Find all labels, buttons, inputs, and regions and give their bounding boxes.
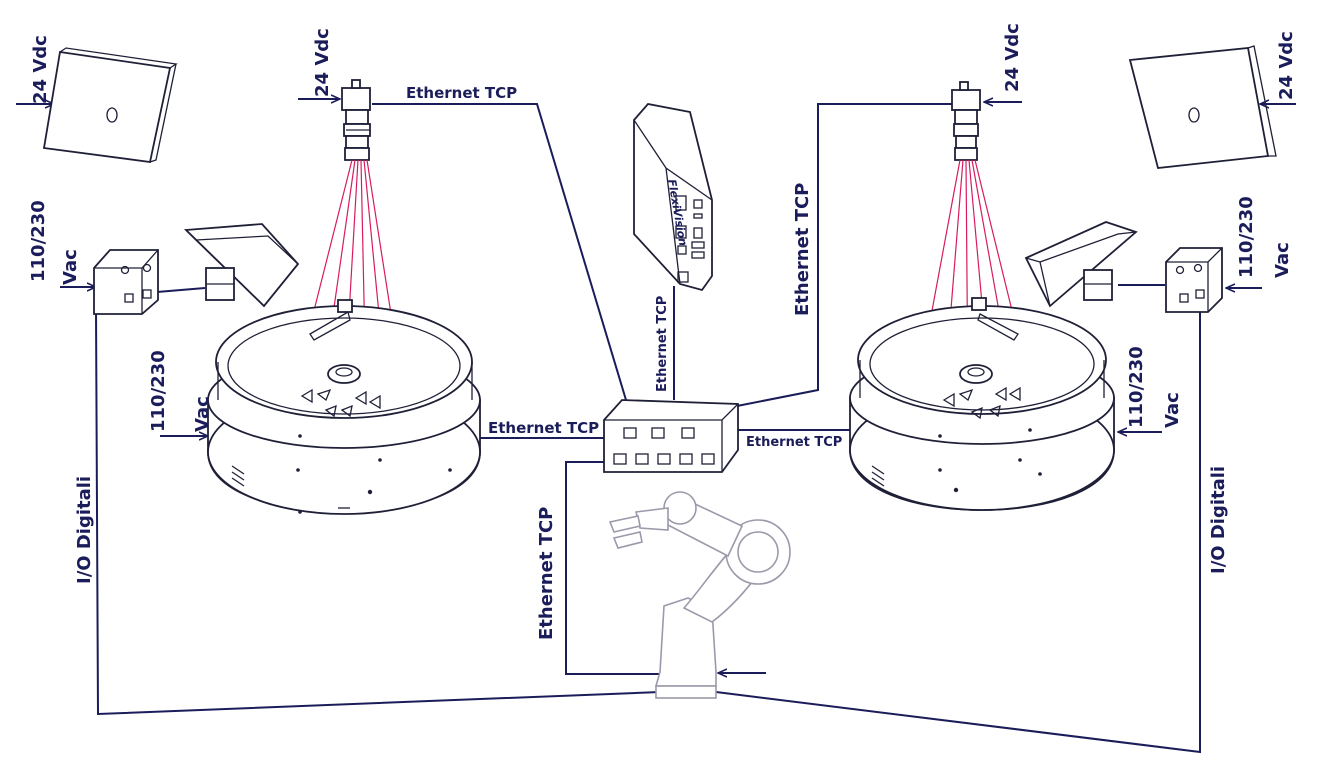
label-io-left: I/O Digitali [74, 476, 95, 584]
label-110-230-left-box: 110/230 [28, 200, 49, 282]
label-ethernet-left-camera: Ethernet TCP [406, 84, 517, 102]
label-24vdc-left-panel: 24 Vdc [30, 35, 51, 104]
label-ethernet-right-camera: Ethernet TCP [792, 183, 813, 316]
label-110-230-right-box: 110/230 [1236, 196, 1257, 278]
label-24vdc-left-camera: 24 Vdc [312, 28, 333, 97]
wire-left-box-feeder [156, 287, 206, 293]
vision-controller: FlexiVision [633, 103, 713, 292]
label-24vdc-right-camera: 24 Vdc [1002, 23, 1023, 92]
label-ethernet-left-feeder: Ethernet TCP [488, 419, 599, 437]
label-110-230-right-feeder: 110/230 [1126, 346, 1147, 428]
label-24vdc-right-panel: 24 Vdc [1276, 31, 1297, 100]
wire-right-camera-switch [736, 103, 952, 407]
label-ethernet-controller: Ethernet TCP [655, 296, 670, 392]
left-hopper [183, 223, 300, 308]
label-vac-right-box: Vac [1272, 242, 1293, 278]
ethernet-switch [603, 399, 739, 473]
left-feeder-bowl [207, 299, 481, 515]
wire-left-camera-switch [372, 103, 627, 401]
right-hopper [1024, 221, 1138, 308]
right-feeder-bowl [849, 297, 1115, 511]
label-io-right: I/O Digitali [1208, 466, 1229, 574]
wiring [95, 103, 1201, 754]
label-vac-right-feeder: Vac [1162, 392, 1183, 428]
left-camera [341, 79, 371, 161]
left-backlight-panel [42, 47, 178, 164]
label-ethernet-right-feeder: Ethernet TCP [746, 435, 842, 450]
right-power-box [1165, 247, 1223, 313]
wire-right-io [715, 312, 1201, 754]
label-vac-left-box: Vac [60, 249, 81, 285]
right-backlight-panel [1128, 45, 1277, 169]
left-power-box [93, 249, 159, 315]
label-vac-left-feeder: Vac [192, 396, 213, 432]
wire-left-io [95, 307, 661, 716]
wire-switch-robot [565, 461, 660, 675]
right-camera [951, 81, 981, 161]
robot-arm [608, 491, 791, 699]
label-110-230-left-feeder: 110/230 [148, 350, 169, 432]
label-ethernet-robot: Ethernet TCP [536, 507, 557, 640]
